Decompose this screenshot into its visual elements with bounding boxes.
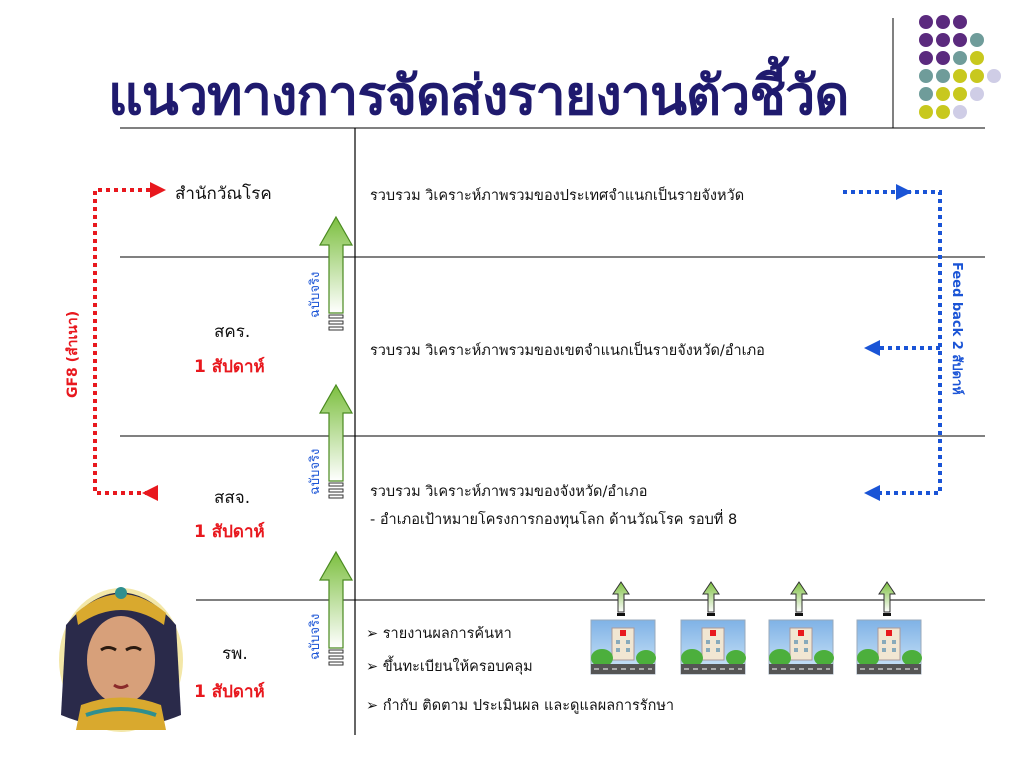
- decorative-dot: [919, 15, 933, 29]
- level-province-freq: 1 สัปดาห์: [194, 522, 265, 542]
- level-region-freq: 1 สัปดาห์: [194, 357, 265, 377]
- decorative-dot: [970, 87, 984, 101]
- hospital-task-1: ➢ รายงานผลการค้นหา: [366, 626, 512, 642]
- decorative-dot: [953, 51, 967, 65]
- decorative-dot: [953, 15, 967, 29]
- arrow-label-1: ฉบับจริง: [308, 271, 323, 318]
- gf8-label: GF8 (สำเนา): [65, 310, 81, 398]
- decorative-dot: [970, 69, 984, 83]
- decorative-dot: [936, 105, 950, 119]
- level-national: สำนักวัณโรค: [175, 184, 272, 204]
- hospital-task-2: ➢ ขึ้นทะเบียนให้ครอบคลุม: [366, 659, 533, 675]
- pharaoh-avatar: [46, 565, 196, 735]
- decorative-dot: [970, 33, 984, 47]
- decorative-dot: [970, 51, 984, 65]
- decorative-dot: [936, 51, 950, 65]
- arrow-label-2: ฉบับจริง: [308, 448, 323, 495]
- upward-arrow-1: [318, 215, 354, 331]
- decorative-dot: [953, 105, 967, 119]
- decorative-dot: [936, 87, 950, 101]
- decorative-dots: [919, 15, 1001, 119]
- feedback-label: Feed back 2 สัปดาห์: [949, 262, 964, 395]
- upward-arrow-3: [318, 550, 354, 666]
- decorative-dot: [919, 51, 933, 65]
- page-title: แนวทางการจัดส่งรายงานตัวชี้วัด: [108, 63, 849, 127]
- hospital-icon: [856, 581, 922, 675]
- level-province: สสจ.: [214, 488, 251, 508]
- level-region: สคร.: [214, 322, 251, 342]
- desc-province-sub: - อำเภอเป้าหมายโครงการกองทุนโลก ด้านวัณโ…: [370, 512, 738, 528]
- upward-arrow-2: [318, 383, 354, 499]
- hospital-icon: [680, 581, 746, 675]
- decorative-dot: [953, 69, 967, 83]
- decorative-dot: [936, 33, 950, 47]
- desc-province: รวบรวม วิเคราะห์ภาพรวมของจังหวัด/อำเภอ: [370, 484, 648, 500]
- decorative-dot: [919, 87, 933, 101]
- decorative-dot: [919, 105, 933, 119]
- decorative-dot: [919, 69, 933, 83]
- hospital-icon: [768, 581, 834, 675]
- hospital-icons: [590, 581, 922, 675]
- decorative-dot: [953, 33, 967, 47]
- decorative-dot: [936, 15, 950, 29]
- decorative-dot: [953, 87, 967, 101]
- hospital-task-3: ➢ กำกับ ติดตาม ประเมินผล และดูแลผลการรัก…: [366, 698, 675, 714]
- level-hospital: รพ.: [222, 644, 248, 664]
- level-hospital-freq: 1 สัปดาห์: [194, 682, 265, 702]
- hospital-icon: [590, 581, 656, 675]
- decorative-dot: [919, 33, 933, 47]
- arrow-label-3: ฉบับจริง: [308, 613, 323, 660]
- decorative-dot: [987, 69, 1001, 83]
- desc-region: รวบรวม วิเคราะห์ภาพรวมของเขตจำแนกเป็นราย…: [370, 343, 765, 359]
- desc-national: รวบรวม วิเคราะห์ภาพรวมของประเทศจำแนกเป็น…: [370, 188, 745, 204]
- decorative-dot: [936, 69, 950, 83]
